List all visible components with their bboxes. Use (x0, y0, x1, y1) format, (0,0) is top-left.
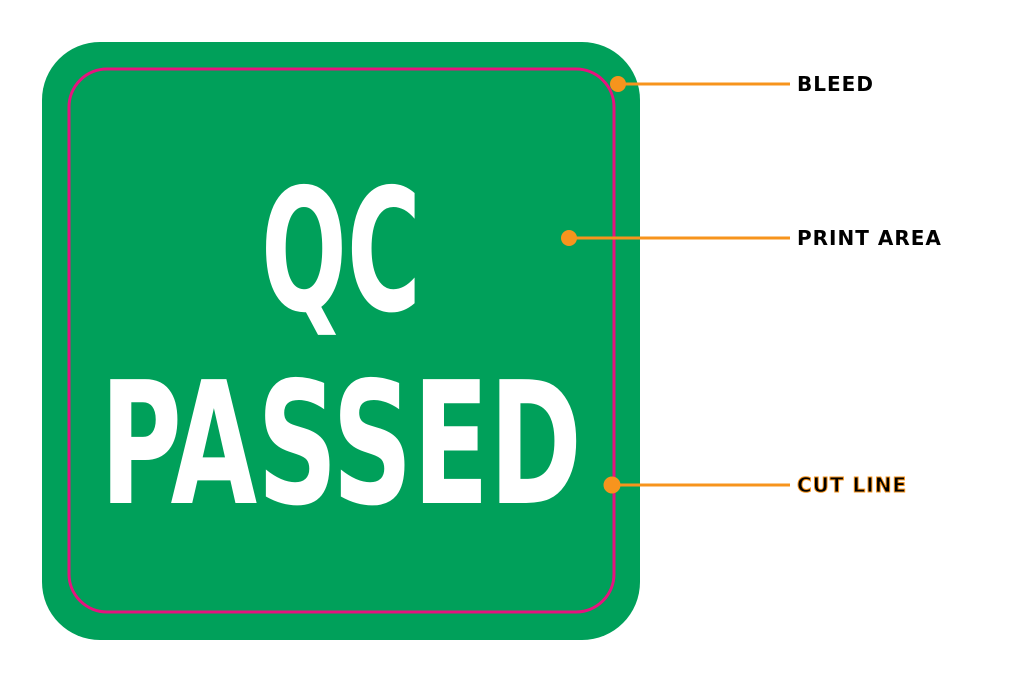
callout-cut-line: CUT LINE (603, 473, 907, 498)
cut-line (67, 67, 616, 614)
callout-print-area-dot (561, 230, 577, 246)
callout-print-area: PRINT AREA (561, 226, 942, 250)
callout-bleed-dot (610, 76, 626, 92)
bleed-area (42, 42, 640, 640)
sticker-text-line1: QC (261, 153, 421, 351)
callout-cut-line-label: CUT LINE (797, 473, 907, 497)
callout-bleed-label: BLEED (797, 72, 874, 96)
callout-cut-line-dot (603, 476, 621, 494)
callout-print-area-label: PRINT AREA (797, 226, 942, 250)
sticker-text-line2: PASSED (100, 346, 582, 544)
callout-bleed: BLEED (610, 72, 874, 96)
